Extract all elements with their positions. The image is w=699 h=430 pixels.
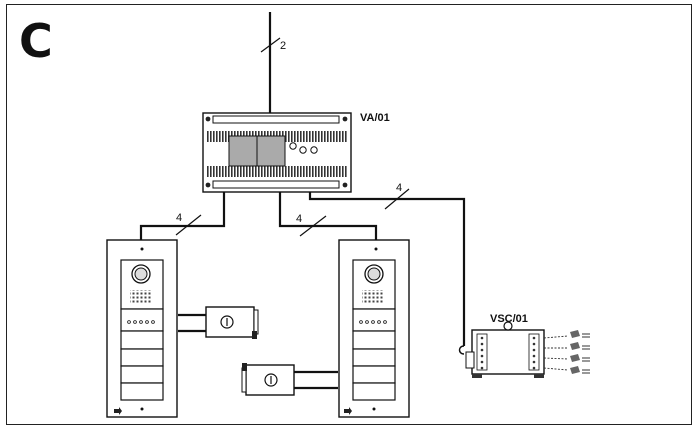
key-icon bbox=[114, 407, 122, 415]
panel-left-slash bbox=[175, 214, 202, 236]
panel-left-wire-count: 4 bbox=[176, 212, 182, 224]
wires bbox=[139, 12, 466, 390]
bus-in-slash bbox=[260, 37, 281, 53]
switcher-label: VSC/01 bbox=[490, 313, 528, 325]
entrance-panel-left bbox=[106, 239, 178, 418]
power-supply-label: VA/01 bbox=[360, 112, 390, 124]
key-icon bbox=[344, 407, 352, 415]
camera-icon bbox=[205, 306, 259, 339]
wire-to-switcher bbox=[308, 192, 466, 346]
wire-to-panel-left bbox=[139, 192, 226, 240]
camera-icon bbox=[241, 363, 295, 396]
bus-in-wire-count: 2 bbox=[280, 40, 286, 52]
wire-to-panel-right bbox=[278, 192, 378, 240]
power-supply-unit bbox=[202, 112, 352, 193]
switcher-slash bbox=[384, 188, 410, 210]
panel-right-wire-count: 4 bbox=[296, 213, 302, 225]
video-switcher bbox=[458, 321, 545, 378]
switcher-outputs bbox=[543, 335, 569, 371]
panel-label: C bbox=[19, 14, 53, 68]
switcher-wire-count: 4 bbox=[396, 182, 402, 194]
diagram-frame bbox=[6, 4, 692, 425]
entrance-panel-right bbox=[338, 239, 410, 418]
camera-symbols bbox=[570, 330, 590, 374]
panel-right-slash bbox=[299, 215, 327, 237]
